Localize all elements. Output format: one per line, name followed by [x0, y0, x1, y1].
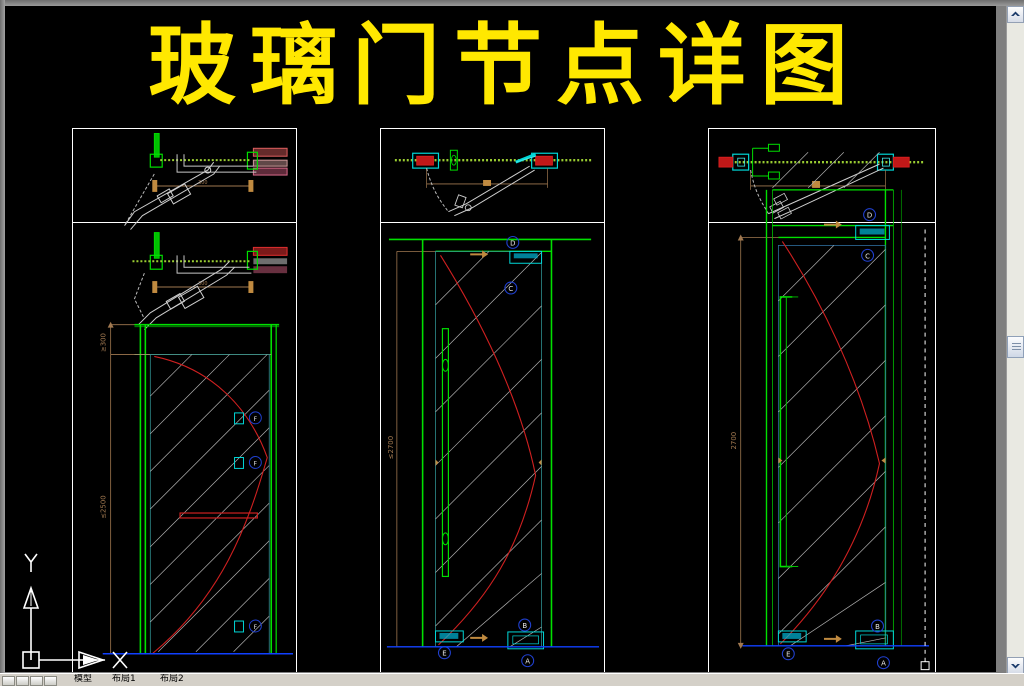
svg-text:≤2700: ≤2700	[387, 436, 395, 459]
panel-left: 300	[72, 128, 297, 672]
callout-E-mid: F	[234, 456, 262, 469]
panel-left-drawing: 300	[100, 133, 294, 655]
layout-tab-strip[interactable]: 模型 布局1 布局2	[0, 673, 1024, 686]
ucs-axis-icon	[22, 553, 128, 670]
svg-text:E: E	[442, 650, 446, 658]
svg-text:C: C	[865, 252, 870, 260]
svg-text:A: A	[525, 658, 530, 666]
elevation-right: 2700	[730, 151, 930, 671]
callout-E-lower: F	[234, 619, 262, 633]
plan-detail-upper: 300	[124, 133, 288, 230]
callout-C: C	[861, 248, 875, 262]
panel-middle: ≤2700	[380, 128, 605, 672]
callout-E: E	[781, 647, 795, 661]
svg-text:≤2500: ≤2500	[100, 495, 108, 518]
plan-detail	[394, 149, 592, 217]
scroll-up-button[interactable]	[1007, 6, 1024, 23]
callout-C: C	[504, 281, 518, 295]
panel-left-divider	[73, 222, 296, 223]
panel-middle-drawing: ≤2700	[387, 149, 600, 668]
svg-text:300: 300	[198, 281, 207, 287]
callout-E: E	[437, 646, 451, 660]
panel-right-drawing: 2700	[718, 143, 930, 671]
svg-text:300: 300	[198, 180, 207, 186]
callout-A: A	[876, 656, 890, 670]
callout-E-upper: F	[234, 411, 262, 425]
tab-layout2[interactable]: 布局2	[160, 674, 184, 684]
chevron-up-icon	[1011, 11, 1020, 16]
svg-text:A: A	[881, 660, 886, 668]
tab-first-button[interactable]	[2, 676, 15, 686]
elevation-middle: ≤2700	[387, 235, 600, 668]
callout-D: D	[863, 208, 877, 222]
svg-text:≥300: ≥300	[100, 333, 108, 352]
callout-A: A	[521, 654, 535, 668]
svg-text:D: D	[867, 212, 872, 220]
window-frame-top	[0, 0, 1024, 6]
window-frame-left	[0, 0, 5, 686]
chevron-down-icon	[1011, 664, 1020, 669]
svg-text:B: B	[875, 623, 880, 631]
svg-text:E: E	[786, 651, 790, 659]
callout-B: B	[518, 618, 532, 632]
tab-model[interactable]: 模型	[74, 674, 93, 684]
panel-right: 2700	[708, 128, 936, 672]
svg-text:F: F	[254, 624, 258, 631]
panel-right-divider	[709, 222, 935, 223]
vertical-scrollbar[interactable]	[1006, 6, 1024, 674]
svg-text:F: F	[254, 460, 258, 467]
panel-middle-divider	[381, 222, 604, 223]
tab-last-button[interactable]	[44, 676, 57, 686]
drawing-canvas[interactable]: 玻璃门节点详图	[5, 6, 996, 672]
svg-text:C: C	[508, 285, 513, 293]
svg-text:F: F	[254, 416, 258, 423]
scrollbar-thumb[interactable]	[1007, 336, 1024, 358]
svg-text:B: B	[522, 622, 527, 630]
tab-nav-buttons[interactable]	[2, 676, 57, 686]
tab-prev-button[interactable]	[16, 676, 29, 686]
thumb-grip-icon	[1012, 343, 1021, 352]
plan-detail	[718, 143, 926, 220]
tab-layout1[interactable]: 布局1	[112, 674, 136, 684]
callout-B: B	[871, 619, 885, 633]
scroll-down-button[interactable]	[1007, 657, 1024, 674]
callout-D: D	[506, 235, 520, 249]
svg-text:2700: 2700	[730, 432, 738, 450]
plan-detail-lower: 300	[132, 232, 288, 331]
drawing-title: 玻璃门节点详图	[147, 14, 862, 117]
svg-text:D: D	[510, 239, 515, 247]
tab-next-button[interactable]	[30, 676, 43, 686]
